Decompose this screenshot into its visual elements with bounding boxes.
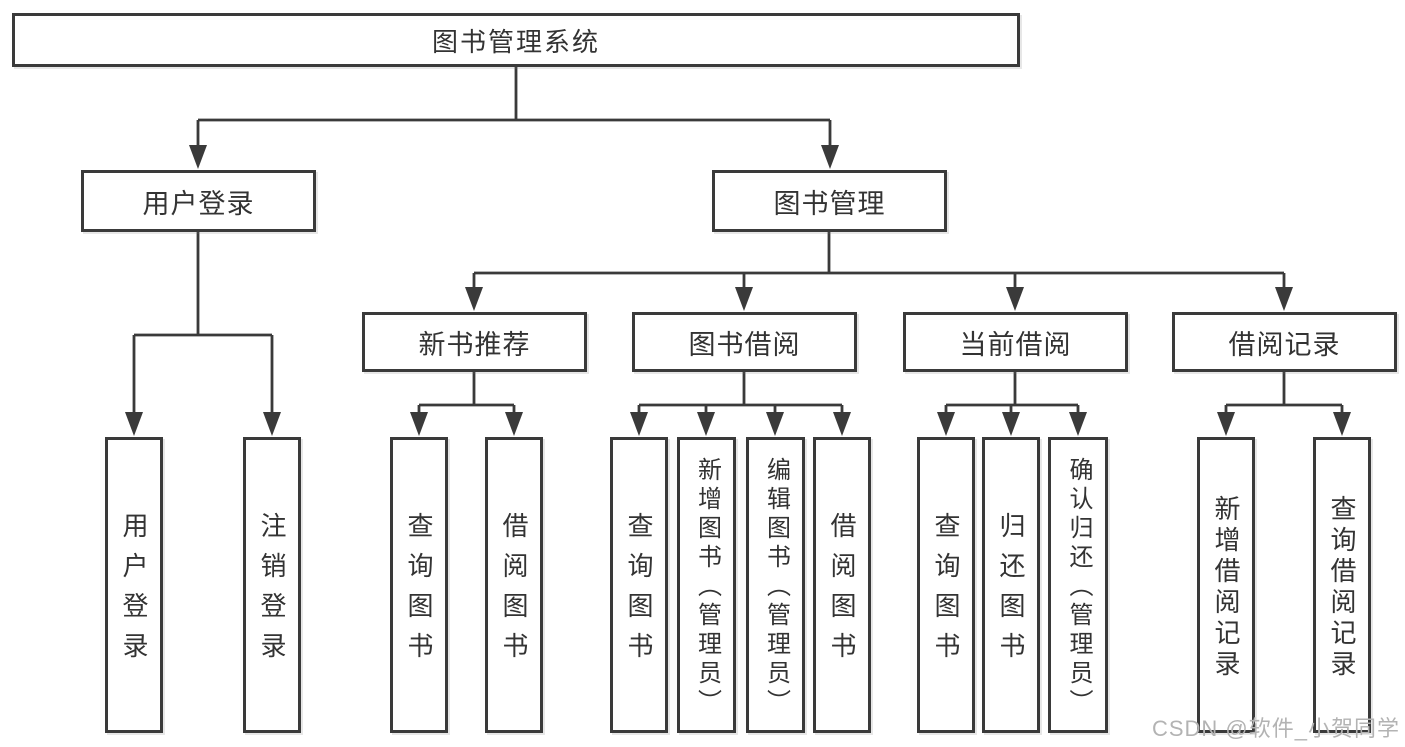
leaf-confirm-return-admin: 确认归还（管理员） (1048, 437, 1108, 733)
watermark: CSDN @软件_小贺同学 (1151, 716, 1400, 741)
node-book-borrow: 图书借阅 (632, 312, 857, 372)
leaf-query-books-borrow: 查询图书 (610, 437, 668, 733)
node-label: 图书管理 (773, 188, 886, 219)
node-label: 归还图书 (996, 512, 1026, 672)
node-label: 查询图书 (624, 512, 654, 672)
leaf-borrow-books: 借阅图书 (813, 437, 871, 733)
node-label: 新增图书（管理员） (693, 457, 721, 718)
node-label: 借阅图书 (827, 512, 857, 672)
node-label: 新增借阅记录 (1211, 494, 1241, 681)
leaf-query-borrow-record: 查询借阅记录 (1313, 437, 1371, 733)
node-label: 确认归还（管理员） (1065, 457, 1092, 718)
leaf-borrow-books-recommend: 借阅图书 (485, 437, 543, 733)
leaf-return-book: 归还图书 (982, 437, 1040, 733)
node-book-management: 图书管理 (712, 170, 947, 232)
node-current-borrow: 当前借阅 (903, 312, 1128, 372)
leaf-logout: 注销登录 (243, 437, 301, 733)
leaf-edit-book-admin: 编辑图书（管理员） (746, 437, 805, 733)
node-label: 用户登录 (119, 512, 149, 672)
leaf-user-login: 用户登录 (105, 437, 163, 733)
node-label: 查询图书 (404, 512, 434, 672)
node-label: 注销登录 (257, 512, 287, 672)
node-label: 图书借阅 (688, 329, 801, 360)
node-new-book-recommend: 新书推荐 (362, 312, 587, 372)
leaf-query-books-current: 查询图书 (917, 437, 975, 733)
node-label: 编辑图书（管理员） (762, 457, 790, 718)
node-label: 借阅记录 (1228, 329, 1341, 360)
node-borrow-records: 借阅记录 (1172, 312, 1397, 372)
node-root: 图书管理系统 (12, 13, 1020, 67)
node-label: 借阅图书 (499, 512, 529, 672)
leaf-add-book-admin: 新增图书（管理员） (677, 437, 736, 733)
leaf-query-books-recommend: 查询图书 (390, 437, 448, 733)
node-label: 图书管理系统 (431, 26, 600, 57)
node-label: 查询图书 (931, 512, 961, 672)
node-label: 当前借阅 (959, 329, 1072, 360)
node-label: 用户登录 (142, 188, 255, 219)
node-label: 新书推荐 (418, 329, 531, 360)
leaf-add-borrow-record: 新增借阅记录 (1197, 437, 1255, 733)
node-user-login: 用户登录 (81, 170, 316, 232)
node-label: 查询借阅记录 (1327, 494, 1357, 681)
